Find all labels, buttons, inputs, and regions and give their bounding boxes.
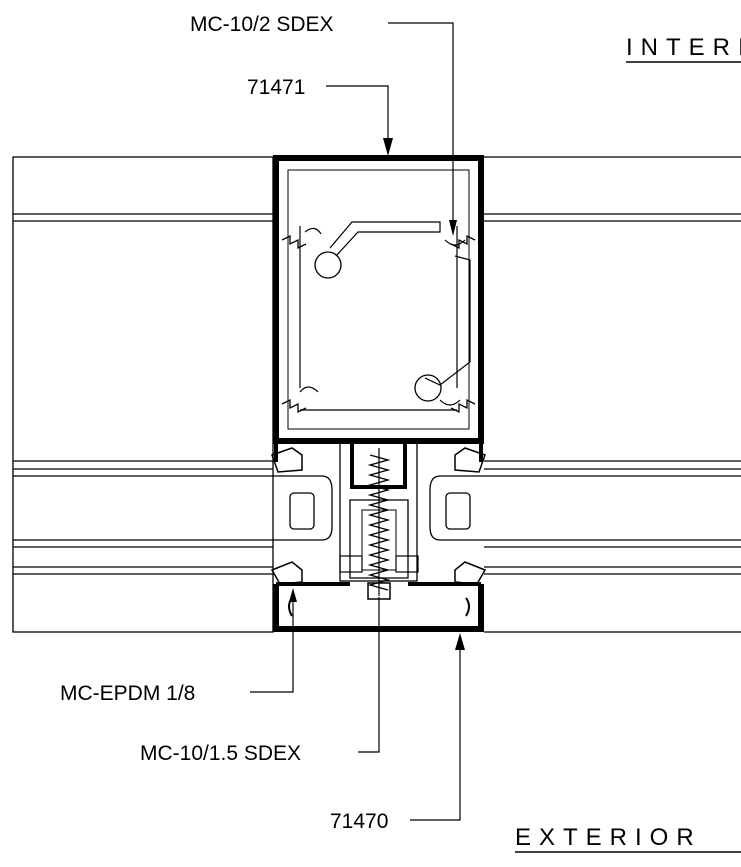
leader-mc-10-15-sdex (358, 597, 380, 753)
leader-71470 (410, 648, 461, 821)
label-mc-10-15-sdex: MC-10/1.5 SDEX (140, 742, 301, 765)
right-wall-panel (429, 156, 741, 633)
arrow-71470 (455, 633, 465, 650)
arrow-71471 (383, 138, 393, 156)
label-interior: INTERIOR (626, 34, 741, 61)
interior-heading: INTERIOR (626, 34, 741, 63)
mullion-71471 (273, 155, 484, 444)
pressure-plate-assembly (270, 439, 487, 600)
leader-71471 (326, 85, 389, 145)
leader-mc-10-2-sdex (388, 22, 454, 222)
screw-boss-lower (414, 374, 442, 402)
label-71471: 71471 (247, 76, 305, 99)
label-mc-epdm: MC-EPDM 1/8 (60, 682, 195, 705)
exterior-heading: EXTERIOR (515, 824, 741, 853)
label-exterior: EXTERIOR (515, 824, 702, 851)
left-wall-panel (12, 156, 333, 633)
label-71470: 71470 (330, 810, 388, 833)
screw-boss-upper (314, 251, 342, 279)
leader-mc-epdm (250, 598, 294, 693)
leader-lines (250, 22, 461, 821)
label-mc-10-2-sdex: MC-10/2 SDEX (190, 13, 334, 36)
cover-cap-71470 (273, 582, 484, 632)
arrow-mc-10-2-sdex (449, 220, 457, 236)
